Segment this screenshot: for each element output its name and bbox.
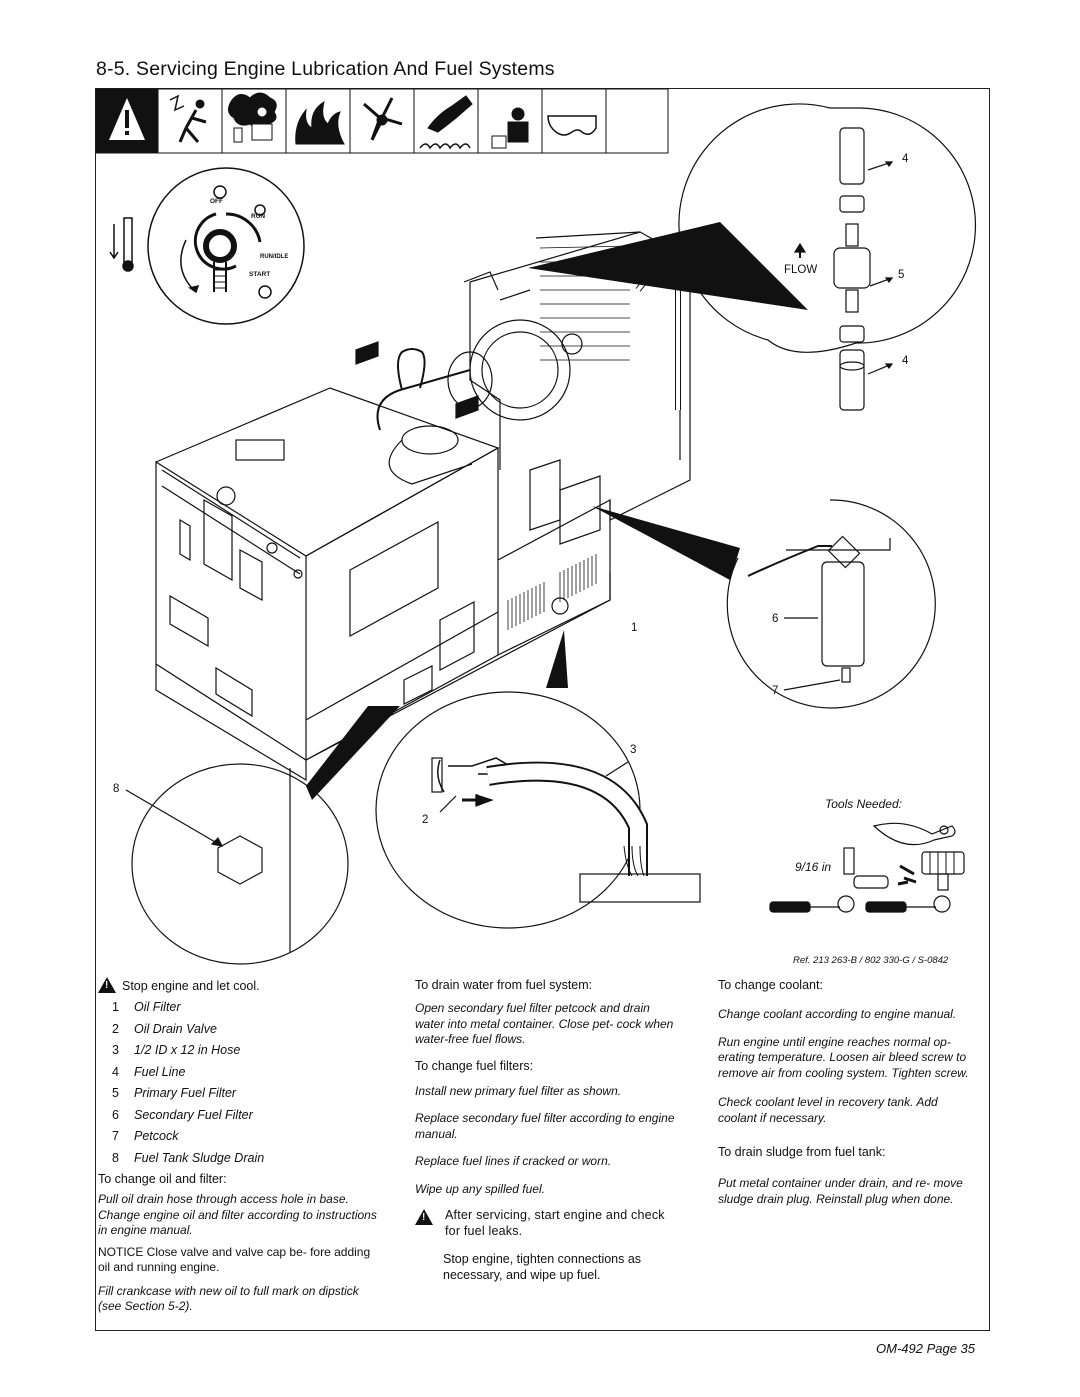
- fuel-lines-instruction: Replace fuel lines if cracked or worn.: [415, 1154, 612, 1168]
- switch-off-label: OFF: [210, 198, 223, 205]
- detail-pointer-primary: [528, 222, 808, 310]
- callout-6: 6: [772, 613, 779, 625]
- oil-heading: To change oil and filter:: [98, 1172, 227, 1186]
- oil-drain-valve-detail: [375, 691, 701, 929]
- notice-text: NOTICE Close valve and valve cap be- for…: [98, 1244, 371, 1275]
- stop-engine-warning: Stop engine and let cool.: [98, 977, 380, 994]
- oil-instructions: Pull oil drain hose through access hole …: [98, 1192, 377, 1237]
- after-servicing-warning: After servicing, start engine and check …: [415, 1207, 677, 1239]
- engine-switch-detail: [109, 167, 305, 325]
- callout-4-top: 4: [902, 153, 909, 165]
- safety-symbol-strip: [95, 88, 669, 154]
- drain-water-heading: To drain water from fuel system:: [415, 978, 593, 992]
- tools-needed-label: Tools Needed:: [825, 797, 902, 811]
- secondary-filter-instruction: Replace secondary fuel filter according …: [415, 1111, 675, 1141]
- engine-drawing: [155, 231, 691, 782]
- coolant-heading: To change coolant:: [718, 978, 823, 992]
- wrench-size-label: 9/16 in: [795, 860, 832, 874]
- column-2: To drain water from fuel system: Open se…: [415, 977, 677, 1283]
- sludge-heading: To drain sludge from fuel tank:: [718, 1145, 886, 1159]
- tools-drawing: [769, 822, 965, 913]
- callout-5: 5: [898, 269, 905, 281]
- callout-3: 3: [630, 744, 637, 756]
- warning-icon: [98, 977, 116, 993]
- warning-icon: [415, 1209, 433, 1225]
- reference-number: Ref. 213 263-B / 802 330-G / S-0842: [793, 955, 949, 966]
- primary-fuel-filter-detail: [678, 103, 977, 411]
- fuel-filters-heading: To change fuel filters:: [415, 1058, 534, 1073]
- callout-7: 7: [772, 685, 779, 697]
- switch-start-label: START: [249, 271, 271, 278]
- switch-run-label: RUN: [251, 213, 266, 220]
- callout-1: 1: [631, 622, 638, 634]
- page-title: 8-5. Servicing Engine Lubrication And Fu…: [96, 58, 555, 80]
- sludge-instructions: Put metal container under drain, and re-…: [718, 1176, 963, 1206]
- callout-4-bottom: 4: [902, 355, 909, 367]
- coolant-instruction-1: Change coolant according to engine manua…: [718, 1007, 957, 1021]
- coolant-instruction-3: Check coolant level in recovery tank. Ad…: [718, 1095, 938, 1125]
- secondary-fuel-filter-detail: [726, 499, 936, 709]
- stop-engine-text: Stop engine, tighten connections as nece…: [443, 1252, 642, 1282]
- callout-2: 2: [422, 814, 429, 826]
- install-filter-instruction: Install new primary fuel filter as shown…: [415, 1083, 622, 1098]
- wipe-fuel-instruction: Wipe up any spilled fuel.: [415, 1181, 545, 1196]
- crankcase-instructions: Fill crankcase with new oil to full mark…: [98, 1283, 359, 1314]
- detail-pointer-oil: [546, 630, 568, 688]
- drain-water-instructions: Open secondary fuel filter petcock and d…: [415, 1001, 674, 1046]
- detail-pointer-sludge: [306, 706, 400, 800]
- callout-8: 8: [113, 783, 120, 795]
- detail-pointer-secondary: [592, 506, 740, 580]
- switch-run-idle-label: RUN/IDLE: [260, 254, 289, 260]
- sludge-drain-detail: [125, 763, 349, 965]
- column-3: To change coolant: Change coolant accord…: [718, 977, 978, 1207]
- flow-label: FLOW: [784, 264, 818, 276]
- coolant-instruction-2: Run engine until engine reaches normal o…: [718, 1034, 969, 1080]
- page-number: OM-492 Page 35: [876, 1341, 976, 1356]
